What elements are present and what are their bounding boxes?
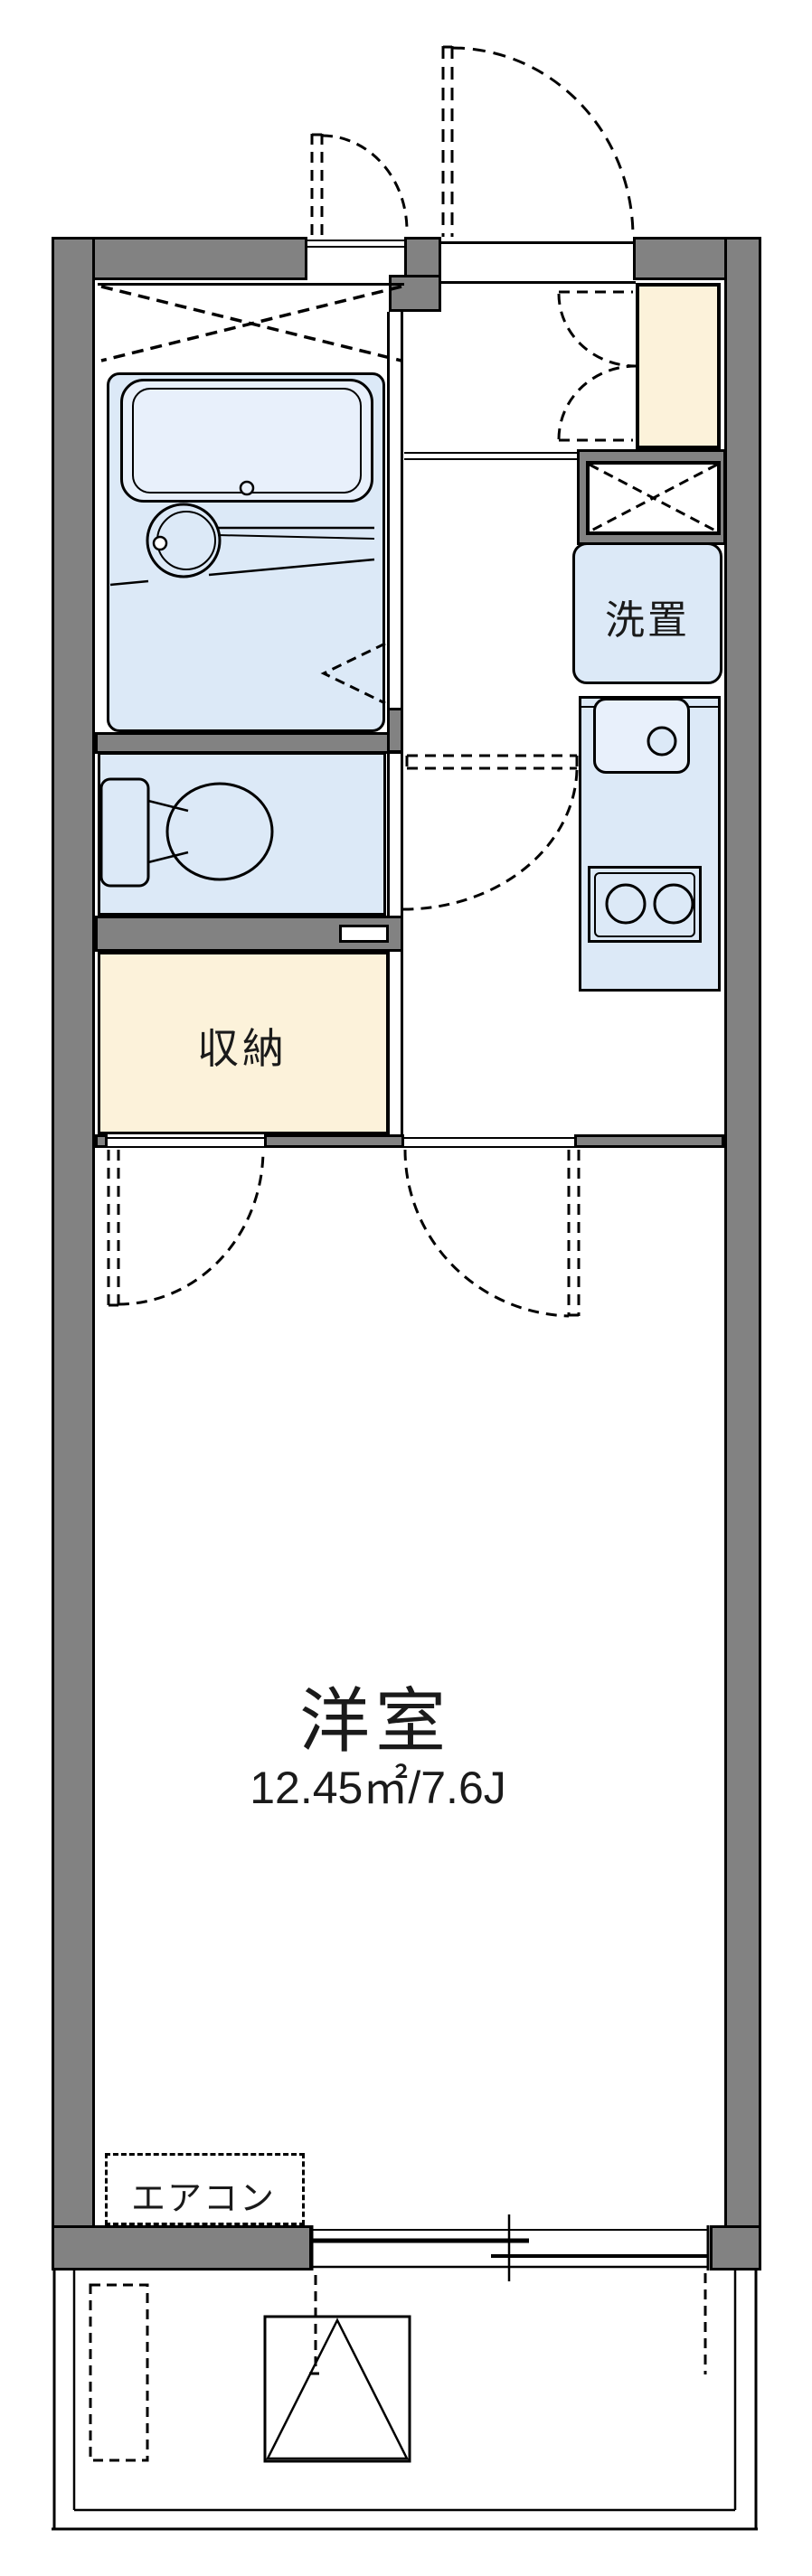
- balcony-dashed-guides: [309, 2273, 707, 2375]
- aircon-box: [105, 2153, 305, 2225]
- washer-label: 洗置: [605, 598, 690, 643]
- wall-niche: [339, 925, 389, 943]
- sink-faucet: [647, 726, 677, 757]
- hatched-x-area: [100, 285, 402, 362]
- threshold-utility-door-a: [307, 240, 404, 241]
- stove-burner-left: [605, 883, 647, 925]
- wash-basin: [146, 503, 222, 578]
- wall-bottom-left: [52, 2225, 312, 2270]
- wall-bottom-right-pillar: [710, 2225, 761, 2270]
- storage-door-arc: [107, 1149, 265, 1307]
- washer-box: [572, 542, 722, 684]
- window-sliding: [310, 2214, 710, 2281]
- wall-right: [724, 237, 761, 2270]
- wall-stub-bath-door: [387, 708, 403, 753]
- washroom-door-arc: [402, 754, 579, 911]
- shoe-cabinet-door-arcs: [557, 290, 637, 442]
- threshold-room-a: [404, 1137, 574, 1139]
- bath-door-fold: [320, 642, 386, 705]
- shoe-cabinet: [636, 283, 721, 449]
- threshold-storage-b: [108, 1146, 264, 1148]
- wall-left: [52, 237, 95, 2270]
- threshold-utility-door-b: [307, 246, 404, 248]
- western-room-size-label: 12.45㎡/7.6J: [250, 1763, 506, 1813]
- storage-room: [98, 952, 389, 1134]
- balcony-dashed-rect: [89, 2283, 149, 2462]
- vanity-counter-lines: [109, 526, 375, 587]
- stove: [588, 866, 702, 943]
- toilet-tank: [99, 777, 150, 888]
- threshold-storage-a: [108, 1137, 264, 1139]
- genkan-step-line-b: [404, 458, 577, 460]
- wall-room-divider-right: [574, 1134, 724, 1148]
- western-room-label: 洋室: [298, 1681, 451, 1761]
- tub-drain: [239, 480, 255, 496]
- threshold-entrance: [441, 241, 633, 244]
- evacuation-hatch-triangle: [265, 2317, 410, 2460]
- room-door-arc: [403, 1149, 581, 1318]
- balcony-outline: [52, 2270, 758, 2531]
- storage-label: 収納: [197, 1025, 288, 1072]
- threshold-room-b: [404, 1146, 574, 1148]
- utility-door-arc: [310, 133, 409, 237]
- wall-room-divider-mid: [264, 1134, 404, 1148]
- genkan-edge-line: [441, 281, 636, 284]
- stove-inner: [594, 872, 695, 937]
- toilet-seat-lines: [147, 799, 189, 864]
- evacuation-hatch: [263, 2315, 411, 2463]
- wall-room-divider-stub-left: [95, 1134, 108, 1148]
- stove-burner-right: [653, 883, 694, 925]
- pipe-space-x: [589, 463, 718, 533]
- aircon-label: エアコン: [130, 2180, 276, 2218]
- wall-top-pillar: [404, 237, 441, 280]
- basin-tap: [152, 535, 168, 551]
- genkan-step-line-a: [404, 452, 577, 454]
- hatched-area-top-line: [98, 283, 404, 286]
- toilet-bowl: [165, 782, 274, 881]
- entrance-door-arc: [441, 45, 635, 238]
- wall-top-pillar-lower: [389, 275, 441, 312]
